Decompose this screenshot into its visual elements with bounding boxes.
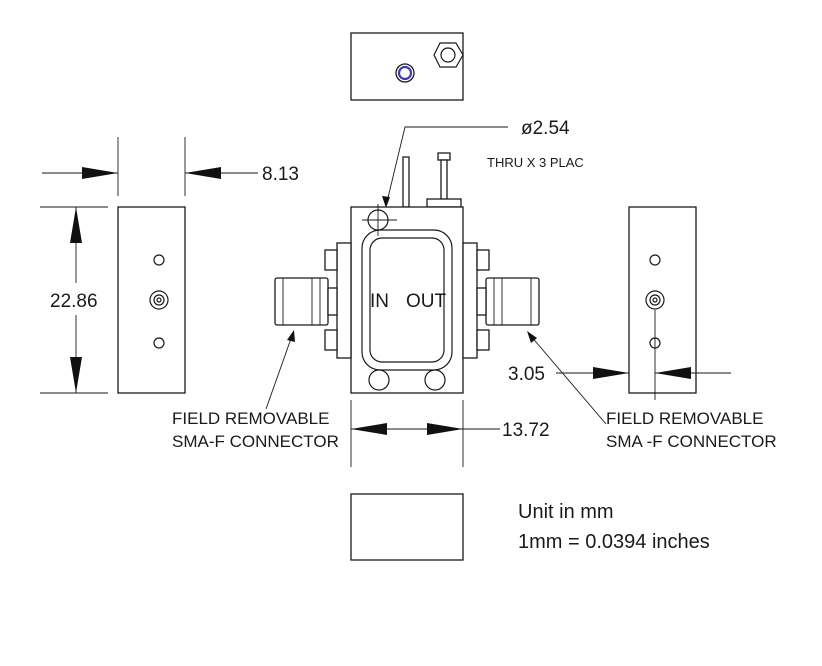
depth-arrow-right	[185, 167, 221, 179]
front-view: IN OUT 13.72	[274, 152, 550, 467]
right-side-connector-inner	[649, 294, 661, 306]
right-connector-arrow	[527, 331, 537, 343]
mounting-hole-right	[424, 369, 446, 391]
width-dim-label: 13.72	[502, 420, 550, 441]
units-conversion: 1mm = 0.0394 inches	[518, 531, 710, 553]
right-connector-callout: FIELD REMOVABLE SMA -F CONNECTOR	[527, 331, 777, 451]
left-side-connector-inner	[153, 294, 165, 306]
right-side-view: 3.05	[508, 206, 731, 400]
right-side-connector-pin	[652, 297, 658, 303]
hole-diameter-label: ø2.54	[521, 118, 570, 139]
left-side-hole-top	[153, 254, 165, 266]
left-connector-leader	[265, 332, 294, 410]
left-side-connector-outer	[149, 290, 169, 310]
tuning-screw-shaft	[440, 159, 448, 201]
top-view-hole-outer	[395, 63, 415, 83]
right-flange-tab-top	[476, 249, 490, 271]
units-label: Unit in mm	[518, 501, 614, 523]
left-sma-base	[327, 287, 338, 316]
right-connector-leader	[529, 334, 607, 425]
right-sma-base	[476, 287, 487, 316]
width-arrow-left	[351, 423, 387, 435]
tuning-screw-nut	[426, 198, 462, 208]
offset-dim-label: 3.05	[508, 364, 545, 385]
left-connector-label-line1: FIELD REMOVABLE	[172, 409, 329, 428]
right-side-outline	[628, 206, 697, 394]
left-flange	[336, 242, 352, 359]
left-connector-label-line2: SMA-F CONNECTOR	[172, 432, 339, 451]
right-flange-tab-bottom	[476, 329, 490, 351]
width-arrow-right	[427, 423, 463, 435]
height-arrow-bottom	[70, 357, 82, 393]
tuning-screw-head	[437, 152, 451, 161]
top-view	[350, 32, 464, 101]
hole-callout: ø2.54 THRU X 3 PLAC	[382, 118, 584, 208]
tuning-tab	[402, 156, 410, 208]
height-dim-label: 22.86	[50, 291, 98, 312]
top-view-hole-icon	[397, 65, 413, 81]
units-note: Unit in mm 1mm = 0.0394 inches	[518, 501, 710, 553]
right-connector-label-line1: FIELD REMOVABLE	[606, 409, 763, 428]
depth-arrow-left	[82, 167, 118, 179]
cavity-inner	[369, 237, 445, 363]
left-connector-callout: FIELD REMOVABLE SMA-F CONNECTOR	[172, 330, 339, 451]
offset-arrow-left	[593, 367, 629, 379]
right-flange	[462, 242, 478, 359]
left-flange-tab-top	[324, 249, 338, 271]
left-side-connector-pin	[156, 297, 162, 303]
left-flange-tab-bottom	[324, 329, 338, 351]
cavity-outer	[361, 229, 453, 371]
right-connector-label-line2: SMA -F CONNECTOR	[606, 432, 777, 451]
left-connector-arrow	[287, 330, 295, 342]
left-side-outline	[117, 206, 186, 394]
port-in-label: IN	[370, 291, 389, 312]
mounting-hole-left	[368, 369, 390, 391]
height-arrow-top	[70, 207, 82, 243]
hole-leader-line	[385, 126, 508, 207]
port-out-label: OUT	[406, 291, 447, 312]
hole-leader-arrow	[382, 196, 390, 208]
hex-nut-icon	[433, 42, 464, 68]
left-side-view: 8.13 22.86	[40, 137, 299, 394]
depth-dim-label: 8.13	[262, 164, 299, 185]
right-side-hole-top	[649, 254, 661, 266]
bottom-view-outline	[350, 493, 464, 561]
offset-arrow-right	[655, 367, 691, 379]
hex-nut-bore	[440, 47, 456, 63]
hole-thru-note: THRU X 3 PLAC	[487, 155, 584, 170]
right-side-connector-outer	[645, 290, 665, 310]
left-side-hole-bottom	[153, 337, 165, 349]
